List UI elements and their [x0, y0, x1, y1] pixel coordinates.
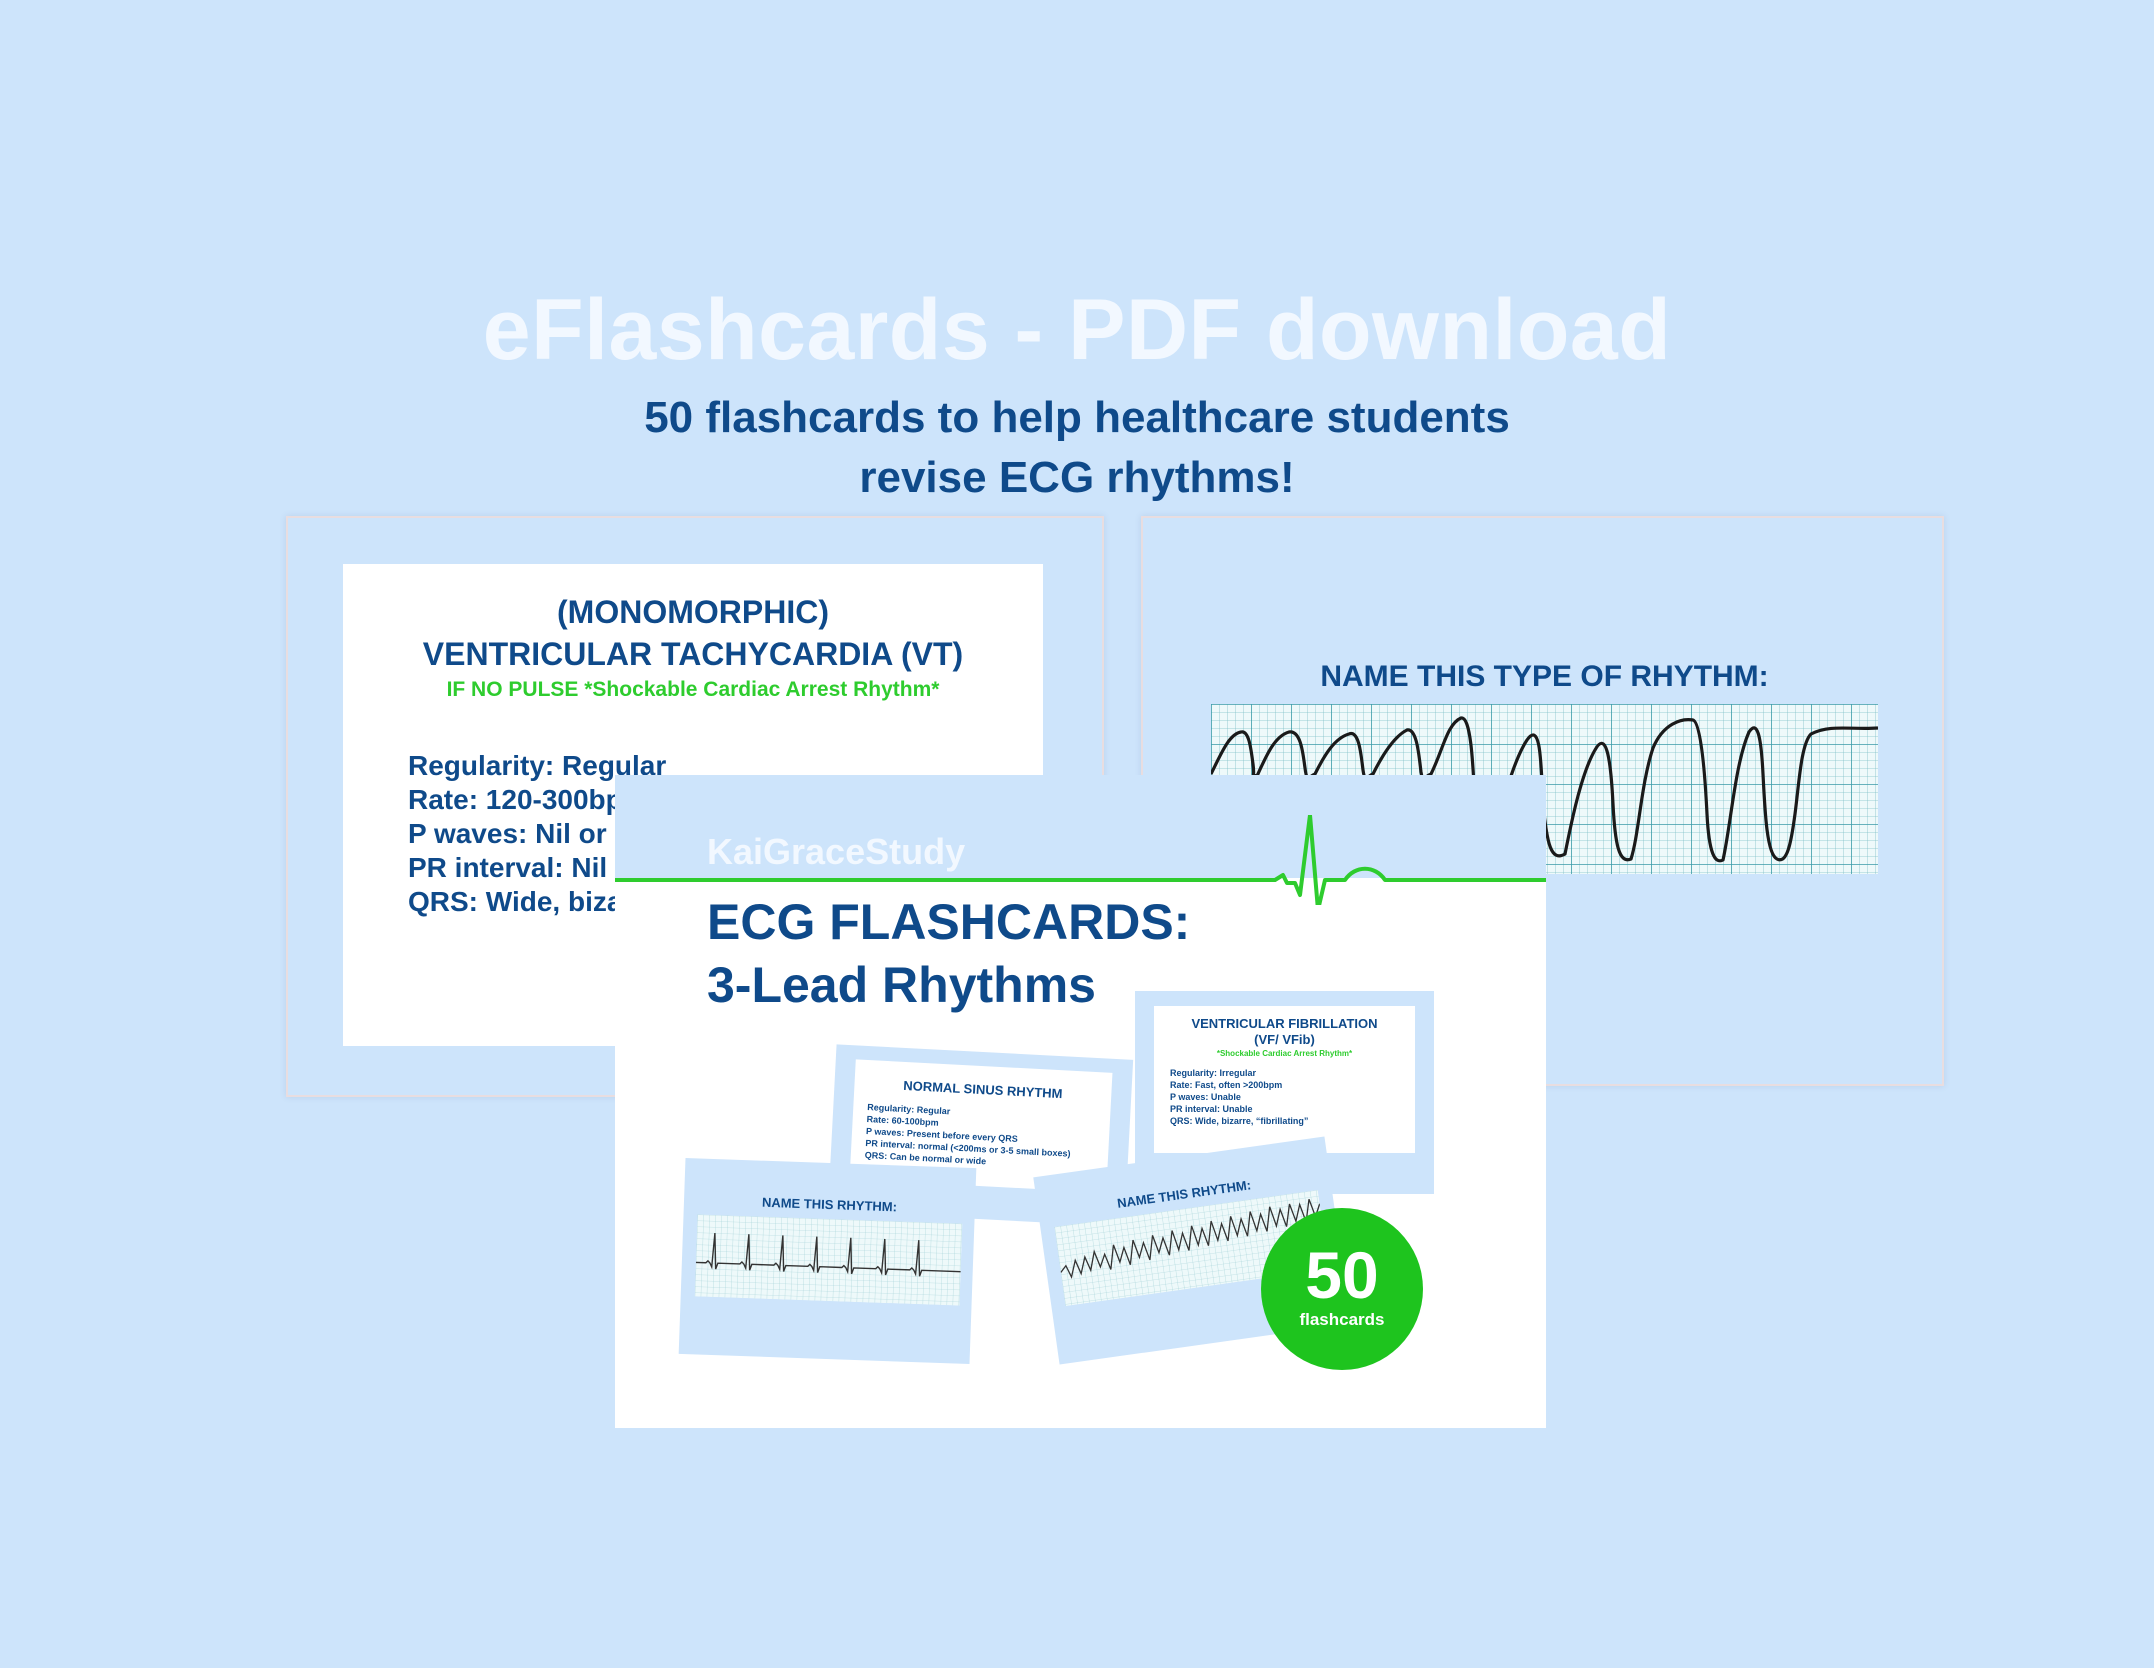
mini-left-prompt: NAME THIS RHYTHM: [761, 1194, 898, 1215]
cover-header-band [615, 775, 1546, 878]
vt-title-line-1: (MONOMORPHIC) [557, 594, 829, 630]
mini-rhythm-card-left: NAME THIS RHYTHM: [678, 1157, 977, 1365]
vt-qrs: QRS: Wide, biza [408, 886, 623, 917]
vf-line-2: Rate: Fast, often >200bpm [1170, 1080, 1283, 1090]
vf-title-line-1: VENTRICULAR FIBRILLATION [1191, 1016, 1378, 1031]
vf-line-1: Regularity: Irregular [1170, 1068, 1257, 1078]
rhythm-prompt: NAME THIS TYPE OF RHYTHM: [1320, 660, 1769, 693]
page-title: eFlashcards - PDF download [482, 282, 1672, 378]
mini-right-ecg-strip [1054, 1189, 1329, 1307]
vt-shockable-note: IF NO PULSE *Shockable Cardiac Arrest Rh… [446, 678, 940, 701]
vt-p-waves: P waves: Nil or [408, 818, 607, 849]
mini-rhythm-card-right: NAME THIS RHYTHM: [1033, 1136, 1351, 1365]
vt-title-line-2: VENTRICULAR TACHYCARDIA (VT) [422, 636, 964, 672]
subtitle-line-2: revise ECG rhythms! [859, 453, 1295, 502]
subtitle-line-1: 50 flashcards to help healthcare student… [644, 393, 1510, 442]
nsr-title: NORMAL SINUS RHYTHM [902, 1077, 1063, 1102]
vf-note: *Shockable Cardiac Arrest Rhythm* [1216, 1049, 1353, 1058]
flashcard-count-badge: 50 flashcards [1261, 1208, 1423, 1370]
cover-title-line-2: 3-Lead Rhythms [707, 957, 1096, 1013]
vf-line-4: PR interval: Unable [1170, 1104, 1253, 1114]
cover-title-line-1: ECG FLASHCARDS: [707, 894, 1191, 950]
vf-title-line-2: (VF/ VFib) [1254, 1032, 1315, 1047]
badge-number: 50 [1305, 1238, 1379, 1312]
badge-label: flashcards [1299, 1310, 1385, 1329]
cover-card: KaiGraceStudy ECG FLASHCARDS: 3-Lead Rhy… [615, 775, 1546, 1428]
brand-name: KaiGraceStudy [707, 831, 966, 872]
ecg-line-icon [615, 815, 1546, 905]
vf-mini-card-face: VENTRICULAR FIBRILLATION (VF/ VFib) *Sho… [1154, 1006, 1415, 1153]
vf-line-5: QRS: Wide, bizarre, “fibrillating” [1170, 1116, 1309, 1126]
mini-left-ecg-strip [694, 1214, 963, 1306]
vf-line-3: P waves: Unable [1170, 1092, 1241, 1102]
vt-rate: Rate: 120-300bp [408, 784, 623, 815]
vt-pr-interval: PR interval: Nil [408, 852, 608, 883]
